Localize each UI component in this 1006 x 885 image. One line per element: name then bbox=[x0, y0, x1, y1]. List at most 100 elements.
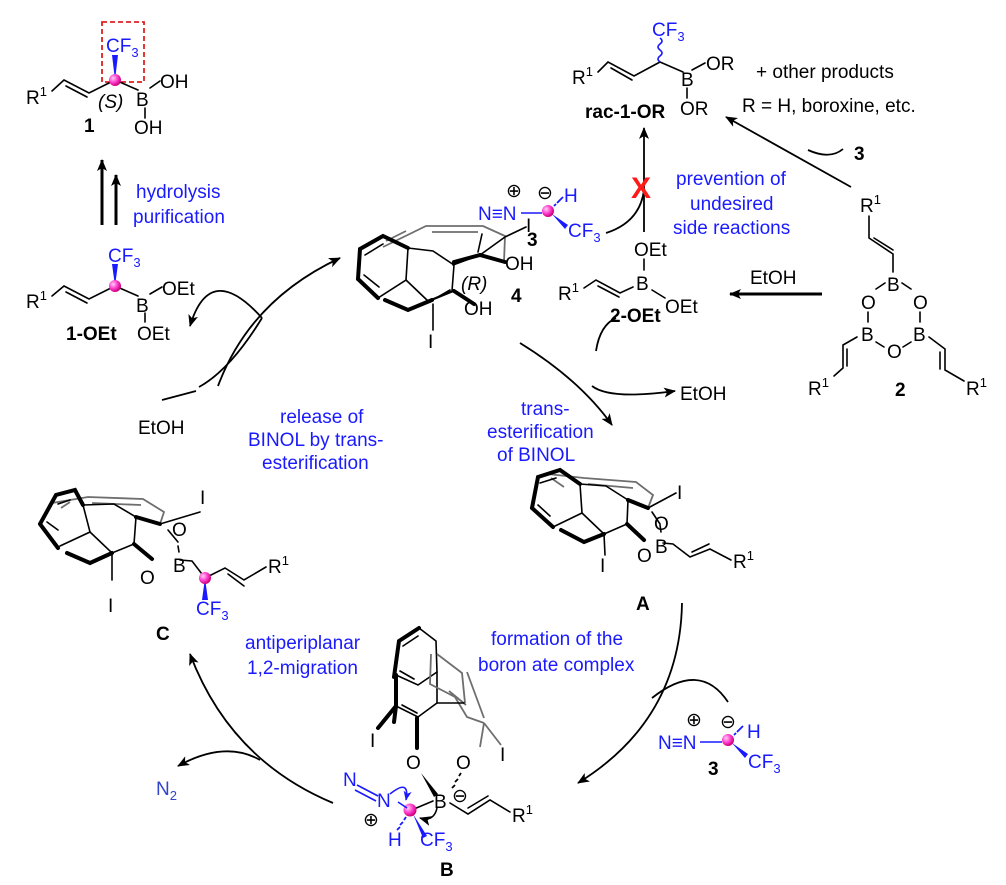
r1-label: R1 bbox=[558, 280, 579, 305]
cycle-arrow-c-to-4 bbox=[217, 257, 341, 387]
negative-charge: ⊖ bbox=[720, 712, 736, 733]
annotation-ate-complex: formation of the boron ate complex bbox=[478, 629, 635, 676]
r1-label: R1 bbox=[808, 375, 829, 400]
oet-label: OEt bbox=[665, 297, 698, 318]
r1-label: R1 bbox=[268, 553, 289, 578]
binol-4: I OH OH I (R) 4 bbox=[356, 216, 534, 353]
boron-label: B bbox=[434, 792, 447, 813]
oxygen-label: O bbox=[406, 753, 421, 774]
compound-label-1: 1 bbox=[84, 116, 95, 137]
wedge-bond bbox=[552, 214, 568, 229]
boron-label: B bbox=[887, 275, 900, 296]
cycle-arrow-4-to-a bbox=[519, 342, 613, 426]
boron-label: B bbox=[636, 274, 649, 295]
boron-label: B bbox=[681, 70, 694, 91]
iodine-label: I bbox=[526, 216, 531, 237]
cf3-label: CF3 bbox=[420, 830, 453, 854]
r1-label: R1 bbox=[733, 548, 754, 573]
annotation-release: release of BINOL by trans- esterificatio… bbox=[248, 407, 389, 474]
etoh-label: EtOH bbox=[680, 384, 726, 405]
cf3-label: CF3 bbox=[652, 20, 685, 44]
or-label: OR bbox=[706, 54, 735, 75]
n2-release-arrow bbox=[177, 750, 261, 767]
oet-label: OEt bbox=[137, 324, 170, 345]
compound-label-3: 3 bbox=[527, 230, 538, 251]
side-reaction-arrow bbox=[725, 116, 852, 188]
negative-charge: ⊖ bbox=[452, 786, 468, 807]
chiral-center-marker bbox=[109, 74, 121, 86]
intermediate-c: I O B O I R1 CF3 C bbox=[38, 487, 289, 645]
oxygen-label: O bbox=[172, 520, 187, 541]
intermediate-a: I O B O I R1 A bbox=[530, 467, 754, 615]
product-1-oet: R1 CF3 B OEt OEt 1-OEt bbox=[26, 246, 195, 345]
r1-label: R1 bbox=[860, 192, 881, 217]
etoh-label: EtOH bbox=[138, 418, 184, 439]
intermediate-label-a: A bbox=[636, 594, 650, 615]
positive-charge: ⊕ bbox=[506, 181, 522, 202]
wedge-bond bbox=[421, 773, 438, 797]
annotation-transesterification: trans- esterification of BINOL bbox=[487, 399, 599, 466]
r1-label: R1 bbox=[26, 84, 47, 109]
intermediate-label-b: B bbox=[440, 860, 454, 881]
nitrogen-label: N bbox=[377, 791, 391, 812]
reagent-line bbox=[161, 390, 197, 401]
boron-label: B bbox=[655, 537, 668, 558]
cycle-arrow-a-to-b bbox=[577, 602, 683, 784]
electron-push-arrow bbox=[419, 807, 438, 826]
compound-label-2-oet: 2-OEt bbox=[610, 306, 661, 327]
boron-label: B bbox=[861, 325, 874, 346]
intermediate-b: I O O I B ⊖ R1 N N ⊕ H CF3 B bbox=[343, 626, 533, 881]
cf3-label: CF3 bbox=[748, 752, 781, 776]
hydrolysis-arrow bbox=[97, 159, 121, 225]
iodine-label: I bbox=[108, 596, 113, 617]
chiral-center-marker bbox=[542, 205, 554, 217]
wedge-bond bbox=[732, 743, 748, 758]
r1-label: R1 bbox=[966, 375, 987, 400]
boron-label: B bbox=[136, 90, 149, 111]
negative-charge: ⊖ bbox=[537, 183, 553, 204]
oet-label: OEt bbox=[634, 240, 667, 261]
iodine-label: I bbox=[500, 745, 505, 766]
compound-label-2: 2 bbox=[895, 380, 906, 401]
boroxine-2: R1 B O O B B O R1 R1 2 bbox=[808, 192, 987, 401]
positive-charge: ⊕ bbox=[686, 710, 702, 731]
iodine-label: I bbox=[370, 731, 375, 752]
hash-bond bbox=[553, 196, 564, 207]
cycle-arrow-b-to-c bbox=[189, 653, 334, 804]
reagent-curve bbox=[605, 189, 645, 234]
wavy-bond bbox=[657, 37, 663, 63]
highlight-box bbox=[101, 21, 145, 83]
oxygen-label: O bbox=[887, 342, 902, 363]
h-label: H bbox=[388, 830, 402, 851]
h-label: H bbox=[747, 722, 761, 743]
hash-bond bbox=[733, 725, 744, 736]
oxygen-label: O bbox=[140, 568, 155, 589]
dinitrogen-label: N≡N bbox=[658, 733, 697, 754]
wedge-bond bbox=[202, 578, 208, 600]
boron-label: B bbox=[913, 325, 926, 346]
oet-label: OEt bbox=[162, 279, 195, 300]
compound-label-4: 4 bbox=[511, 286, 522, 307]
h-label: H bbox=[564, 186, 578, 207]
annotation-migration: antiperiplanar 1,2-migration bbox=[245, 633, 365, 679]
boron-label: B bbox=[136, 296, 149, 317]
electron-push-arrow bbox=[389, 786, 412, 801]
iodine-label: I bbox=[677, 483, 682, 504]
positive-charge: ⊕ bbox=[363, 810, 379, 831]
diazo-compound-3: N≡N ⊕ ⊖ H CF3 3 bbox=[478, 181, 601, 251]
oxygen-label: O bbox=[456, 753, 471, 774]
stereo-descriptor: (R) bbox=[461, 274, 487, 295]
release-side-arrow bbox=[188, 290, 263, 327]
diazo-compound-3: N≡N ⊕ ⊖ H CF3 3 bbox=[658, 710, 781, 780]
wedge-bond bbox=[413, 814, 427, 838]
etoh-label: EtOH bbox=[750, 268, 796, 289]
other-products-note: + other products bbox=[756, 62, 894, 83]
oxygen-label: O bbox=[654, 514, 669, 535]
oxygen-label: O bbox=[637, 546, 652, 567]
hash-bond bbox=[396, 816, 407, 831]
boron-label: B bbox=[173, 556, 186, 577]
iodine-label: I bbox=[200, 488, 205, 509]
chiral-center-marker bbox=[109, 280, 121, 292]
oh-label: OH bbox=[464, 299, 493, 320]
chiral-center-marker bbox=[722, 734, 734, 746]
